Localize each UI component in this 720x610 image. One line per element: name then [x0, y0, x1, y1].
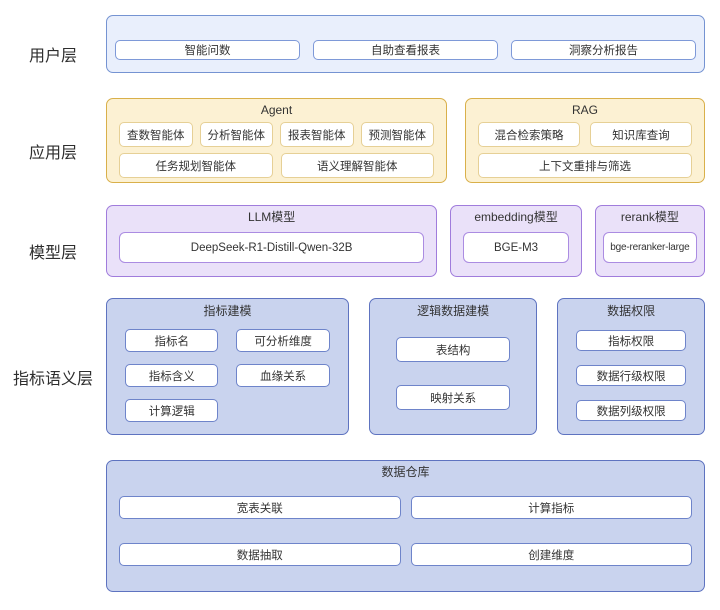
panel-title-llm: LLM模型 — [247, 210, 296, 224]
label-col-warehouse — [0, 460, 106, 592]
box-rerank-model-name: bge-reranker-large — [602, 232, 697, 263]
label-col-application: 应用层 — [0, 98, 106, 183]
box-hybrid-retrieval-strategy: 混合检索策略 — [478, 122, 581, 147]
box-data-query-agent: 查数智能体 — [119, 122, 193, 147]
panel-rerank-model: rerank模型 bge-reranker-large — [594, 205, 705, 277]
box-forecast-agent: 预测智能体 — [360, 122, 435, 147]
panel-title-logical-data-modeling: 逻辑数据建模 — [417, 304, 490, 318]
box-knowledge-base-query: 知识库查询 — [590, 122, 692, 147]
box-calculation-logic: 计算逻辑 — [125, 399, 219, 422]
label-col-model: 模型层 — [0, 205, 106, 277]
panel-title-metric-modeling: 指标建模 — [203, 304, 252, 318]
panel-title-embedding: embedding模型 — [474, 210, 558, 224]
panel-title-rerank: rerank模型 — [620, 210, 679, 224]
panel-title-agent: Agent — [260, 103, 293, 117]
panel-data-permission: 数据权限 指标权限 数据行级权限 数据列级权限 — [557, 298, 705, 435]
layer-row-user: 用户层 智能问数 自助查看报表 洞察分析报告 — [0, 15, 705, 73]
layer-row-model: 模型层 LLM模型 DeepSeek-R1-Distill-Qwen-32B e… — [0, 205, 705, 277]
panel-embedding-model: embedding模型 BGE-M3 — [450, 205, 582, 277]
box-llm-model-name: DeepSeek-R1-Distill-Qwen-32B — [119, 232, 425, 263]
label-col-semantic: 指标语义层 — [0, 298, 106, 435]
layer-row-semantic: 指标语义层 指标建模 指标名 可分析维度 指标含义 血缘关系 计算逻辑 逻辑数据… — [0, 298, 705, 435]
layer-row-warehouse: 数据仓库 宽表关联 计算指标 数据抽取 创建维度 — [0, 460, 705, 592]
box-self-service-reports: 自助查看报表 — [313, 40, 498, 60]
box-semantic-understanding-agent: 语义理解智能体 — [280, 153, 435, 178]
panel-title-rag: RAG — [572, 103, 599, 117]
user-layer-panel: 智能问数 自助查看报表 洞察分析报告 — [106, 15, 705, 73]
box-row-level-permission: 数据行级权限 — [576, 365, 686, 386]
layer-label-model: 模型层 — [28, 245, 77, 262]
layer-label-application: 应用层 — [28, 144, 77, 162]
layer-row-application: 应用层 Agent 查数智能体 分析智能体 报表智能体 预测智能体 任务规划智能… — [0, 98, 705, 183]
box-metric-meaning: 指标含义 — [125, 364, 219, 387]
panel-rag: RAG 混合检索策略 知识库查询 上下文重排与筛选 — [465, 98, 705, 183]
box-create-dimension: 创建维度 — [410, 543, 692, 566]
panel-llm-model: LLM模型 DeepSeek-R1-Distill-Qwen-32B — [106, 205, 438, 277]
box-embedding-model-name: BGE-M3 — [463, 232, 569, 263]
box-mapping-relation: 映射关系 — [395, 385, 511, 410]
panel-metric-modeling: 指标建模 指标名 可分析维度 指标含义 血缘关系 计算逻辑 — [106, 298, 349, 435]
box-smart-data-qa: 智能问数 — [115, 40, 300, 60]
panel-logical-data-modeling: 逻辑数据建模 表结构 映射关系 — [368, 298, 538, 435]
box-calculated-metrics: 计算指标 — [410, 496, 692, 519]
box-data-extraction: 数据抽取 — [119, 543, 401, 566]
box-table-structure: 表结构 — [395, 337, 511, 362]
panel-agent: Agent 查数智能体 分析智能体 报表智能体 预测智能体 任务规划智能体 语义… — [106, 98, 448, 183]
box-metric-name: 指标名 — [125, 329, 219, 352]
layer-label-semantic: 指标语义层 — [12, 370, 93, 388]
box-wide-table-join: 宽表关联 — [119, 496, 401, 519]
box-report-agent: 报表智能体 — [280, 122, 354, 147]
panel-title-data-permission: 数据权限 — [607, 304, 656, 318]
box-context-rerank-filter: 上下文重排与筛选 — [478, 153, 692, 178]
box-metric-permission: 指标权限 — [576, 330, 686, 351]
box-task-planning-agent: 任务规划智能体 — [119, 153, 273, 178]
box-analysis-agent: 分析智能体 — [199, 122, 274, 147]
label-col-user: 用户层 — [0, 15, 106, 73]
panel-title-data-warehouse: 数据仓库 — [381, 465, 430, 479]
layer-label-user: 用户层 — [28, 48, 77, 65]
box-column-level-permission: 数据列级权限 — [576, 400, 686, 421]
box-insight-analysis-report: 洞察分析报告 — [511, 40, 696, 60]
box-analyzable-dimensions: 可分析维度 — [236, 329, 330, 352]
panel-data-warehouse: 数据仓库 宽表关联 计算指标 数据抽取 创建维度 — [106, 460, 705, 592]
box-lineage-relation: 血缘关系 — [236, 364, 330, 387]
